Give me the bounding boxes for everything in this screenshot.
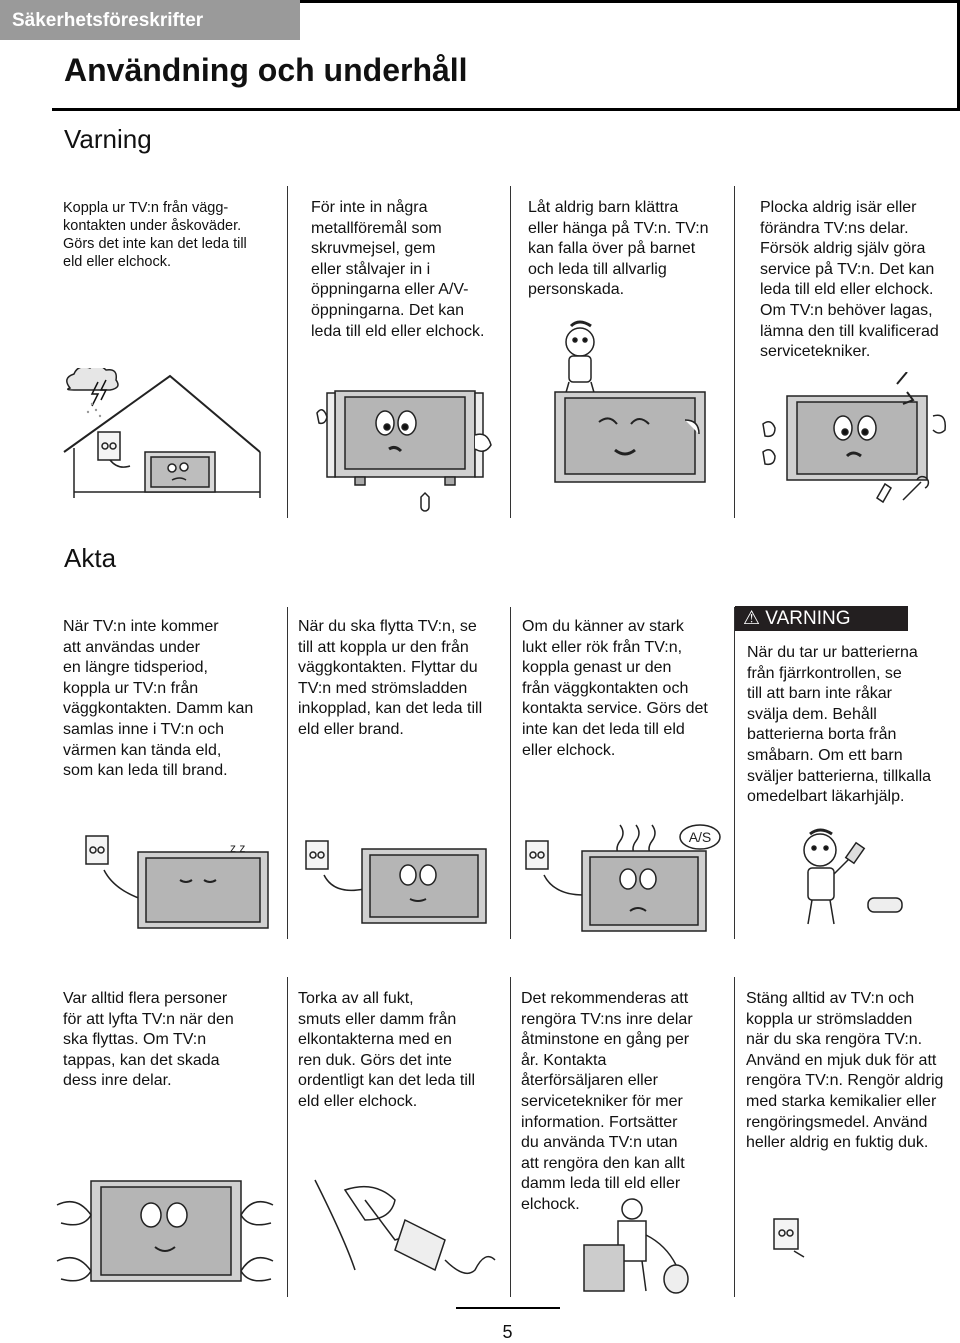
page-title: Användning och underhåll — [64, 52, 468, 88]
bottom-item-4: Stäng alltid av TV:n och koppla ur ström… — [746, 990, 944, 1152]
illustration-tv-screwdriver — [316, 390, 492, 512]
warning-label: ⚠ VARNING — [743, 608, 851, 629]
akta-item-1: När TV:n inte kommer att användas under … — [63, 618, 254, 780]
bottom-item-3: Det rekommenderas att rengöra TV:ns inre… — [521, 990, 693, 1213]
illustration-service-technician — [583, 1198, 689, 1294]
varning-item-1: Koppla ur TV:n från vägg- kontakten unde… — [63, 200, 247, 270]
column-divider — [734, 186, 735, 518]
varning-item-3: Låt aldrig barn klättra eller hänga på T… — [528, 199, 709, 299]
column-divider — [287, 977, 288, 1297]
section-tab-label: Säkerhetsföreskrifter — [12, 10, 204, 31]
illustration-tv-moving-unplugged — [305, 840, 487, 924]
warning-text: När du tar ur batterierna från fjärrkont… — [747, 644, 932, 806]
akta-item-2: När du ska flytta TV:n, se till att kopp… — [298, 618, 483, 738]
akta-item-3: Om du känner av stark lukt eller rök frå… — [522, 618, 708, 759]
top-rule — [0, 0, 958, 3]
illustration-thunderstorm-house — [63, 368, 261, 498]
illustration-tv-lifted — [56, 1180, 274, 1282]
illustration-tv-sleeping-unplugged: z z — [85, 835, 269, 929]
column-divider — [287, 607, 288, 939]
illustration-tv-tools — [762, 372, 946, 504]
illustration-child-climbing-tv — [554, 320, 706, 483]
warning-label-bar: ⚠ VARNING — [735, 606, 908, 631]
illustration-child-battery — [803, 828, 903, 925]
varning-item-2: För inte in några metallföremål som skru… — [311, 199, 485, 340]
footer-rule — [456, 1307, 560, 1309]
column-divider — [734, 977, 735, 1297]
illustration-wall-socket — [773, 1218, 805, 1258]
akta-heading: Akta — [64, 543, 117, 573]
right-rule — [957, 0, 960, 110]
column-divider — [734, 607, 735, 939]
varning-item-4: Plocka aldrig isär eller förändra TV:ns … — [760, 199, 939, 361]
section-tab: Säkerhetsföreskrifter — [0, 0, 300, 40]
title-rule — [52, 108, 960, 111]
column-divider — [287, 186, 288, 518]
as-callout-label: A/S — [689, 829, 712, 845]
illustration-wiping-plug — [314, 1179, 496, 1275]
varning-heading: Varning — [64, 124, 152, 154]
column-divider — [510, 607, 511, 939]
column-divider — [510, 186, 511, 518]
svg-text:z z: z z — [230, 841, 245, 855]
column-divider — [510, 977, 511, 1297]
bottom-item-2: Torka av all fukt, smuts eller damm från… — [298, 990, 475, 1110]
page-number: 5 — [502, 1322, 513, 1342]
illustration-tv-smoke: A/S — [525, 824, 721, 932]
bottom-item-1: Var alltid flera personer för att lyfta … — [63, 990, 234, 1090]
